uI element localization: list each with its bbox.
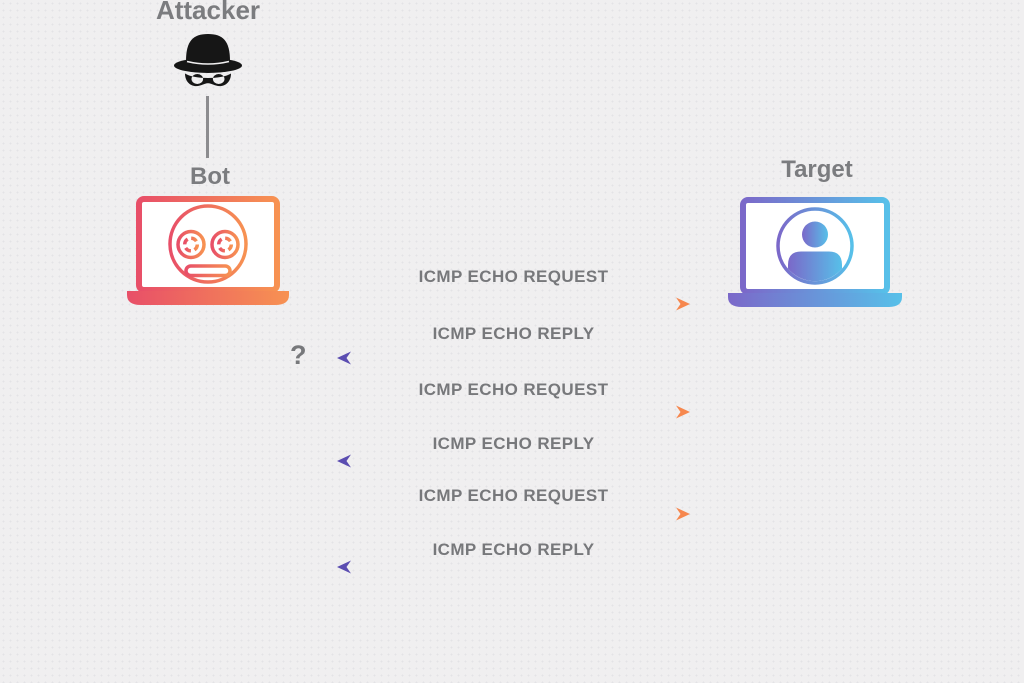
message-label-request-2: ICMP ECHO REQUEST: [418, 380, 609, 399]
bot-label: Bot: [190, 163, 230, 190]
message-label-request-3: ICMP ECHO REQUEST: [418, 486, 609, 505]
target-label: Target: [781, 156, 853, 183]
bot-laptop-icon: [127, 196, 289, 305]
icmp-echo-reply-arrow-1: [337, 351, 690, 365]
message-label-reply-3: ICMP ECHO REPLY: [432, 540, 595, 559]
message-label-reply-1: ICMP ECHO REPLY: [432, 324, 595, 343]
attacker-bot-connector-line: [206, 96, 209, 158]
user-laptop-icon: [728, 197, 902, 307]
message-label-reply-2: ICMP ECHO REPLY: [432, 434, 595, 453]
attacker-label: Attacker: [155, 0, 261, 25]
user-avatar-icon: [776, 207, 854, 285]
spy-icon: [174, 34, 242, 87]
icmp-echo-request-arrow-2: [337, 405, 690, 419]
icmp-echo-request-arrow-1: [337, 297, 690, 311]
icmp-echo-request-arrow-3: [337, 507, 690, 521]
robot-face-icon: [168, 204, 248, 284]
icmp-echo-reply-arrow-2: [337, 454, 690, 468]
message-label-request-1: ICMP ECHO REQUEST: [418, 267, 609, 286]
question-mark: ?: [290, 340, 307, 370]
icmp-echo-reply-arrow-3: [337, 560, 690, 574]
